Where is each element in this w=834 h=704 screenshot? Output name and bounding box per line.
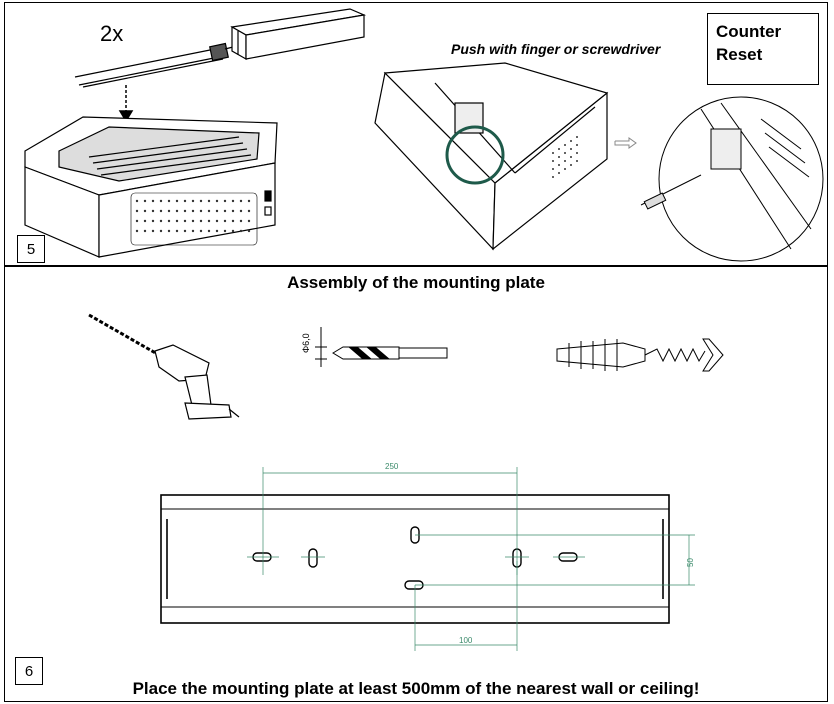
magnifier-circle-icon [640,96,824,262]
step-number-6: 6 [15,657,43,685]
dimension-height-label: 50 [686,558,695,567]
step-6-panel: Assembly of the mounting plate Φ6,0 [4,266,828,702]
down-arrow-icon [118,85,134,123]
reset-button-closeup-icon [374,62,609,251]
mounting-plate-icon: 250 50 100 [160,462,695,651]
dimension-offset-label: 100 [459,636,473,645]
right-arrow-icon [614,137,637,149]
step-number-5: 5 [17,235,45,263]
reset-label-line2: Reset [716,45,763,64]
quantity-label: 2x [100,21,124,46]
step-6-footer: Place the mounting plate at least 500mm … [132,679,700,698]
step-5-panel: 2x [4,2,828,266]
tube-lamp-icon [74,42,234,88]
counter-reset-box: Counter Reset [707,13,819,85]
step-6-title: Assembly of the mounting plate [287,273,545,292]
drill-bit-label: Φ6,0 [301,333,311,353]
power-drill-icon [88,313,240,420]
reset-label-line1: Counter [716,22,782,41]
lamp-box-icon [230,8,367,61]
dimension-width-label: 250 [385,462,399,471]
drill-bit-icon: Φ6,0 [301,327,448,367]
push-instruction: Push with finger or screwdriver [451,41,661,57]
air-purifier-unit-icon [24,116,278,258]
wall-plug-screw-icon [556,338,724,372]
